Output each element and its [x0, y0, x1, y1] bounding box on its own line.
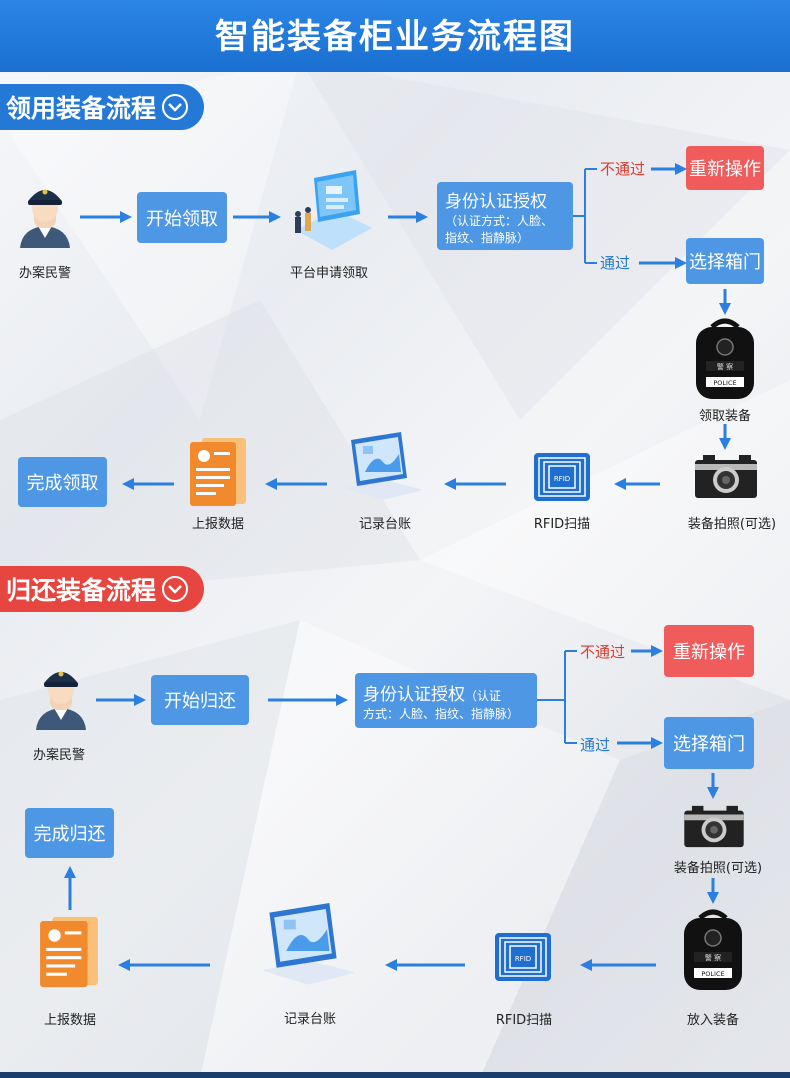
section-title-return: 归还装备流程 [0, 566, 204, 612]
rfid-chip-text: RFID [554, 475, 570, 483]
arrow-left [444, 478, 506, 490]
arrow-right [80, 211, 132, 223]
arrow-left [614, 478, 660, 490]
rfid-chip-text: RFID [515, 955, 531, 963]
arrow-left [580, 959, 656, 971]
officer-label: 办案民警 [32, 748, 85, 763]
report-label: 上报数据 [43, 1013, 96, 1028]
rfid-tag-icon: RFID [495, 933, 551, 981]
put-equip-label: 放入装备 [686, 1013, 739, 1028]
auth-title: 身份认证授权 [363, 684, 465, 705]
arrow-right [388, 211, 428, 223]
section-title-borrow: 领用装备流程 [0, 84, 204, 130]
auth-detail-1: （认证 [465, 688, 502, 703]
auth-title: 身份认证授权 [445, 191, 547, 212]
return-complete-button[interactable]: 完成归还 [25, 808, 114, 858]
arrow-right [268, 694, 348, 706]
photo-label: 装备拍照(可选) [687, 517, 777, 532]
rfid-tag-icon: RFID [534, 453, 590, 501]
retry-button[interactable]: 重新操作 [686, 146, 764, 190]
footer-bar [0, 1072, 790, 1078]
start-borrow-button[interactable]: 开始领取 [137, 192, 227, 243]
arrow-left [118, 959, 210, 971]
branch-connector [573, 163, 687, 269]
auth-detail-1: （认证方式：人脸、 [445, 213, 554, 228]
fail-label: 不通过 [580, 643, 626, 661]
police-officer-icon [36, 671, 86, 730]
record-label: 记录台账 [358, 517, 411, 532]
badge-words: 警 察 [717, 362, 733, 371]
get-equip-label: 领取装备 [698, 409, 751, 424]
bag-words: POLICE [701, 970, 724, 978]
borrow-complete-button[interactable]: 完成领取 [18, 457, 107, 507]
section-title-borrow-text: 领用装备流程 [6, 94, 157, 123]
arrow-down [707, 878, 719, 904]
police-bag-icon: 警 察 POLICE [684, 909, 742, 990]
chevron-down-icon [162, 576, 189, 602]
report-document-icon [190, 438, 246, 506]
rfid-label: RFID扫描 [495, 1013, 553, 1028]
branch-connector [537, 645, 663, 749]
ledger-computer-icon [345, 432, 423, 500]
auth-box: 身份认证授权 （认证方式：人脸、 指纹、指静脉） [437, 182, 573, 250]
photo-label: 装备拍照(可选) [673, 861, 763, 876]
pass-label: 通过 [580, 736, 611, 754]
bag-words: POLICE [713, 379, 736, 387]
arrow-right [233, 211, 281, 223]
fail-label: 不通过 [600, 160, 646, 178]
police-bag-icon: 警 察 POLICE [696, 318, 754, 399]
report-document-icon [40, 916, 98, 988]
platform-screen-icon [295, 170, 372, 250]
arrow-down [719, 424, 731, 450]
arrow-down [707, 773, 719, 799]
arrow-left [122, 478, 174, 490]
record-label: 记录台账 [283, 1012, 336, 1027]
camera-icon [684, 805, 744, 848]
chevron-down-icon [162, 94, 189, 120]
report-label: 上报数据 [191, 517, 244, 532]
badge-words: 警 察 [705, 953, 721, 962]
section-title-return-text: 归还装备流程 [6, 576, 157, 605]
start-return-button[interactable]: 开始归还 [151, 675, 249, 725]
camera-icon [695, 455, 757, 498]
auth-detail-2: 指纹、指静脉） [445, 230, 530, 245]
arrow-down [719, 289, 731, 315]
arrow-left [265, 478, 327, 490]
retry-button[interactable]: 重新操作 [664, 625, 754, 677]
rfid-label: RFID扫描 [533, 517, 591, 532]
officer-label: 办案民警 [18, 266, 71, 281]
select-door-button[interactable]: 选择箱门 [686, 238, 764, 284]
platform-label: 平台申请领取 [289, 266, 368, 281]
arrow-left [385, 959, 465, 971]
select-door-button[interactable]: 选择箱门 [664, 717, 754, 769]
arrow-up [64, 866, 76, 910]
auth-box: 身份认证授权 （认证 方式：人脸、指纹、指静脉） [355, 673, 537, 728]
auth-detail-2: 方式：人脸、指纹、指静脉） [363, 706, 520, 721]
police-officer-icon [20, 189, 70, 248]
page-title: 智能装备柜业务流程图 [0, 0, 790, 72]
pass-label: 通过 [600, 254, 631, 272]
arrow-right [96, 694, 146, 706]
auth-title-row: 身份认证授权 （认证 [363, 680, 501, 705]
ledger-computer-icon [262, 903, 356, 985]
